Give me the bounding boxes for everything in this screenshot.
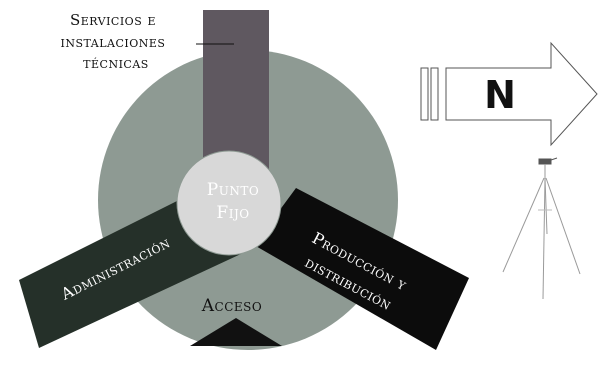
- north-arrow-icon: N: [420, 41, 598, 147]
- servicios-label-line-3: técnicas: [83, 54, 149, 72]
- servicios-label-line-2: instalaciones: [61, 33, 166, 51]
- north-label: N: [484, 73, 516, 117]
- acceso-label: Acceso: [201, 296, 262, 316]
- punto-fijo-label-line-1: Punto: [207, 180, 259, 200]
- access-triangle-icon: [190, 318, 282, 346]
- tripod-icon: [502, 157, 581, 300]
- servicios-label-line-1: Servicios e: [70, 11, 156, 29]
- produccion-zone: [254, 188, 469, 350]
- punto-fijo-label-line-2: Fijo: [216, 203, 249, 223]
- punto-fijo-circle: [176, 150, 282, 256]
